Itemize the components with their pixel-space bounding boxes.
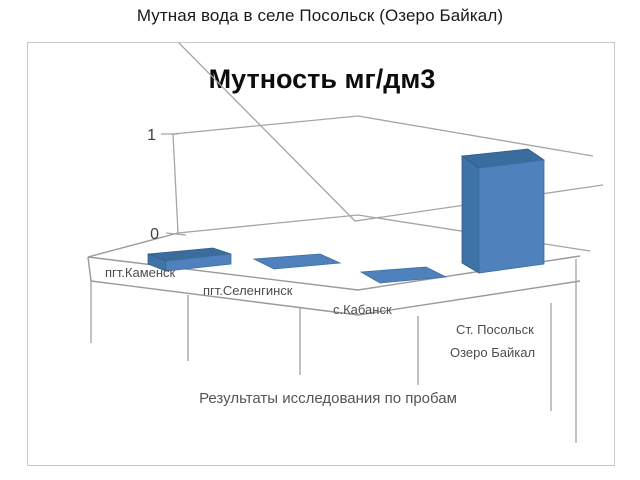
bar-1-top (252, 253, 342, 270)
category-label-3-line2: Озеро Байкал (450, 345, 535, 360)
page-title: Мутная вода в селе Посольск (Озеро Байка… (136, 6, 504, 25)
bar-2[interactable] (359, 266, 448, 284)
category-band-edge (90, 280, 581, 316)
bar-0[interactable] (147, 247, 232, 272)
bar-chart-3d[interactable]: Мутность мг/дм3 1 0 (28, 43, 616, 467)
bar-3-side (461, 155, 480, 274)
ytick-label-0: 0 (150, 226, 159, 243)
floor-front-edge (87, 232, 581, 291)
floor-left-corner (87, 256, 92, 282)
category-label-3-line1: Ст. Посольск (456, 322, 534, 337)
bar-3-front (478, 159, 545, 274)
x-axis-title: Результаты исследования по пробам (199, 390, 457, 407)
chart-title: Мутность мг/дм3 (209, 64, 436, 94)
bar-0-front (165, 253, 232, 272)
wall-gridline-1 (172, 115, 594, 157)
ytick-label-1: 1 (147, 127, 156, 144)
category-label-2: с.Кабанск (333, 302, 392, 317)
category-label-1: пгт.Селенгинск (203, 283, 293, 298)
chart-frame[interactable]: Мутность мг/дм3 1 0 (27, 42, 615, 466)
bar-3[interactable] (460, 148, 546, 274)
bar-2-top (359, 266, 448, 284)
ytick-mark-0 (165, 232, 187, 236)
category-label-0: пгт.Каменск (105, 265, 176, 280)
bar-1[interactable] (252, 253, 342, 270)
wall-left-edge (172, 133, 179, 234)
